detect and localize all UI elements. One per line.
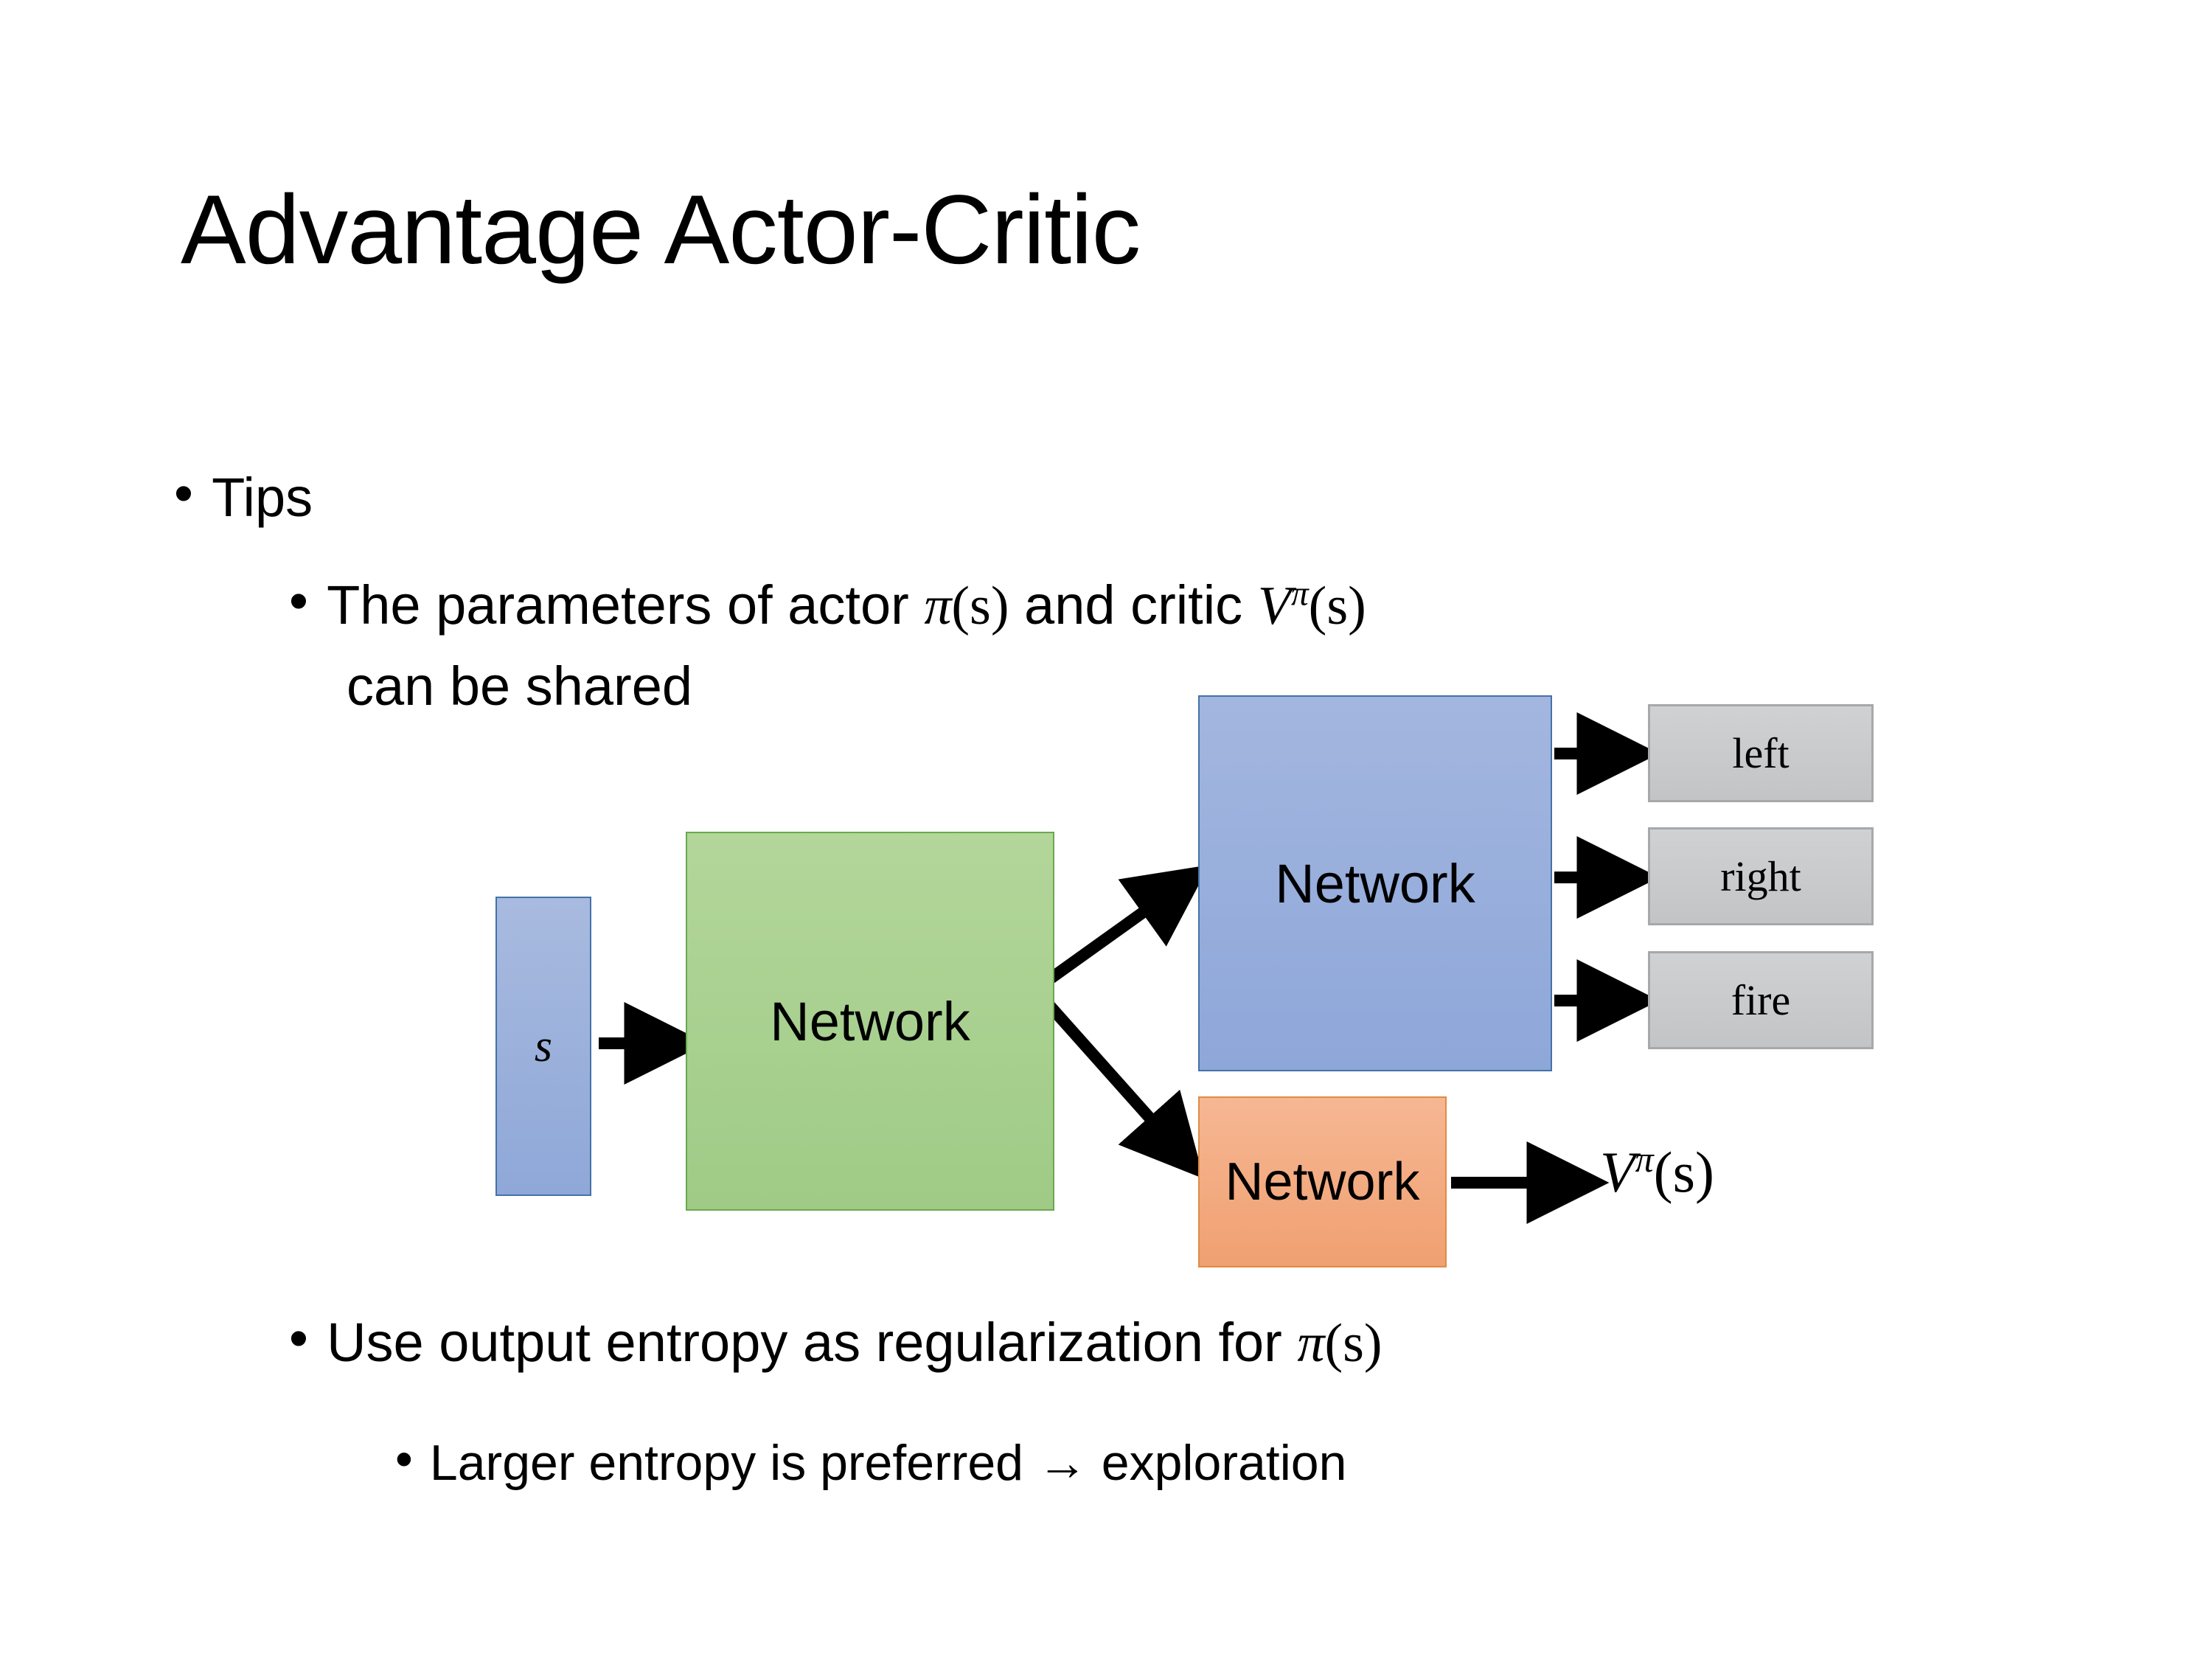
bullet-marker-icon: • (289, 1307, 308, 1368)
arrow-shared-to-actor (1032, 864, 1210, 995)
bullet-marker-icon: • (289, 570, 308, 631)
state-symbol: s (534, 1020, 553, 1071)
pi-symbol: π (1297, 1313, 1325, 1374)
output-action-left-label: left (1732, 729, 1790, 777)
shared-network-label: Network (770, 990, 970, 1052)
pi-argument: (s) (951, 576, 1009, 636)
bullet-entropy-regularization: • Use output entropy as regularization f… (289, 1311, 1382, 1376)
bullet-larger-entropy-label: Larger entropy is preferred → exploratio… (429, 1435, 1347, 1491)
page-title: Advantage Actor-Critic (181, 175, 1141, 285)
critic-network-label: Network (1225, 1152, 1420, 1211)
v-argument: (s) (1308, 576, 1366, 636)
node-critic-network: Network (1198, 1096, 1447, 1267)
value-v-symbol: V (1600, 1140, 1635, 1204)
node-state-input: s (495, 897, 591, 1196)
output-value-function: Vπ(s) (1600, 1138, 1714, 1206)
value-superscript-pi: π (1635, 1139, 1654, 1180)
v-superscript-pi: π (1290, 574, 1309, 613)
node-shared-network: Network (686, 832, 1054, 1211)
pi-argument: (s) (1324, 1313, 1382, 1374)
bullet-larger-entropy: • Larger entropy is preferred → explorat… (395, 1434, 1346, 1493)
actor-network-label: Network (1275, 852, 1475, 914)
output-action-right: right (1648, 827, 1874, 925)
bullet-shared-parameters: • The parameters of actor π(s) and criti… (289, 574, 1366, 639)
bullet-shared-parameters-label: The parameters of actor π(s) and critic … (327, 574, 1366, 639)
value-argument: (s) (1653, 1140, 1714, 1204)
node-actor-network: Network (1198, 695, 1552, 1071)
bullet-marker-icon: • (174, 462, 193, 524)
v-symbol: V (1257, 576, 1291, 636)
arrow-shared-to-critic (1031, 985, 1204, 1179)
params-text-mid: and critic (1009, 574, 1258, 636)
entropy-text-prefix: Use output entropy as regularization for (327, 1312, 1298, 1373)
params-text-prefix: The parameters of actor (327, 574, 925, 636)
bullet-marker-icon: • (395, 1431, 413, 1487)
output-action-fire-label: fire (1731, 976, 1791, 1024)
bullet-shared-parameters-wrap: can be shared (347, 655, 693, 717)
output-action-fire: fire (1648, 951, 1874, 1049)
bullet-tips: • Tips (174, 466, 313, 530)
output-action-right-label: right (1720, 852, 1801, 900)
bullet-entropy-regularization-label: Use output entropy as regularization for… (327, 1311, 1382, 1376)
output-action-left: left (1648, 704, 1874, 802)
bullet-tips-label: Tips (212, 467, 313, 528)
pi-symbol: π (924, 576, 952, 636)
